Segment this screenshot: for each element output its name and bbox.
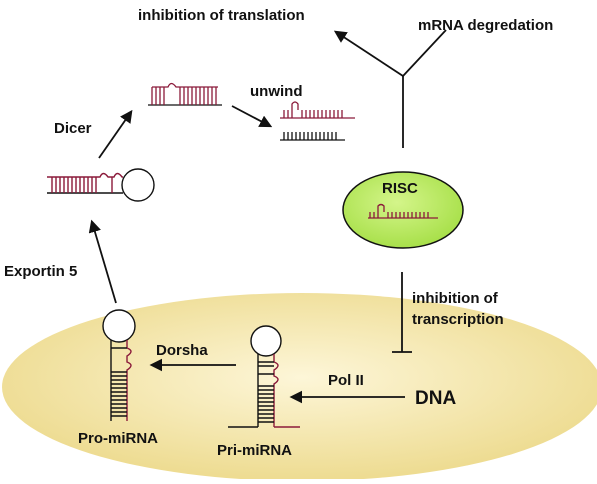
label-mrna-degradation: mRNA degredation <box>418 17 553 34</box>
pro-mirna-hairpin <box>102 309 136 421</box>
label-unwind: unwind <box>250 83 303 100</box>
risc-mirna <box>368 203 438 219</box>
label-exportin: Exportin 5 <box>4 263 77 280</box>
passenger-strand <box>280 132 345 141</box>
label-inhibition-transcription-1: inhibition of <box>412 290 499 307</box>
unwind-arrow <box>231 105 273 128</box>
mature-mirna-strand <box>280 101 355 119</box>
label-inhibition-transcription-2: transcription <box>412 311 504 328</box>
label-dna: DNA <box>415 388 456 409</box>
pri-mirna-hairpin <box>228 325 300 428</box>
risc-output-arrows <box>333 29 447 148</box>
nucleus <box>2 293 597 481</box>
mirna-duplex <box>148 82 222 106</box>
label-pro-mirna: Pro-miRNA <box>78 430 158 447</box>
inhibition-transcription-line <box>392 272 412 353</box>
label-pri-mirna: Pri-miRNA <box>217 442 292 459</box>
risc-complex: RISC <box>342 171 464 249</box>
dicer-arrow <box>98 109 133 159</box>
label-pol2: Pol II <box>328 372 364 389</box>
label-inhibition-translation: inhibition of translation <box>138 7 305 24</box>
label-dorsha: Dorsha <box>156 342 208 359</box>
pre-mirna-cytoplasm <box>47 168 155 202</box>
label-dicer: Dicer <box>54 120 92 137</box>
exportin-arrow <box>88 219 117 304</box>
risc-label: RISC <box>382 180 418 197</box>
